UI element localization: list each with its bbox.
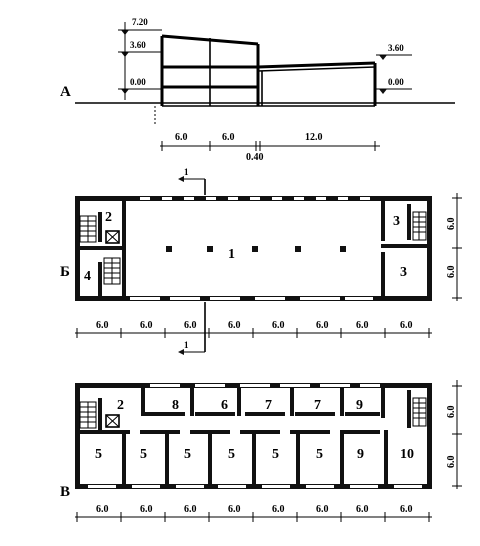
- room-label: 2: [105, 210, 112, 225]
- partitions-bottom-v: [122, 430, 388, 484]
- right-service-b: [381, 196, 432, 301]
- windows-top-b: [140, 197, 370, 200]
- room-label: 9: [356, 398, 363, 413]
- dimension-label: 6.0: [228, 320, 241, 331]
- windows-bottom-b: [130, 297, 373, 300]
- level-markers-left: 7.20 3.60 0.00: [118, 17, 162, 100]
- left-service-v: [79, 398, 120, 430]
- section-label-a: А: [60, 84, 71, 100]
- room-label: 2: [117, 398, 124, 413]
- room-label: 5: [95, 447, 102, 462]
- dimension-label: 6.0: [316, 504, 329, 515]
- room-label: 8: [172, 398, 179, 413]
- section-b: Б 1: [60, 167, 462, 355]
- dimension-label: 6.0: [400, 320, 413, 331]
- windows-bottom-v: [88, 485, 422, 488]
- dimension-label: 6.0: [96, 504, 109, 515]
- cut-mark-label: 1: [184, 167, 189, 177]
- dimension-label: 0.40: [246, 152, 264, 163]
- room-label: 5: [316, 447, 323, 462]
- room-label: 5: [272, 447, 279, 462]
- dimension-label: 6.0: [222, 132, 235, 143]
- room-label: 4: [84, 269, 91, 284]
- side-dimensions-v: 6.0 6.0: [446, 380, 462, 489]
- tall-block: [154, 34, 260, 125]
- room-label-hall: 1: [228, 247, 235, 262]
- right-service-v: [407, 390, 427, 428]
- dimension-label: 6.0: [316, 320, 329, 331]
- dimension-label: 6.0: [184, 320, 197, 331]
- dimension-label: 6.0: [272, 504, 285, 515]
- dimension-label: 6.0: [400, 504, 413, 515]
- level-label: 3.60: [130, 40, 146, 50]
- dimension-label: 6.0: [356, 320, 369, 331]
- side-dimensions-b: 6.0 6.0: [446, 193, 462, 301]
- room-label: 3: [393, 214, 400, 229]
- room-label: 5: [140, 447, 147, 462]
- room-label: 5: [184, 447, 191, 462]
- room-label: 9: [357, 447, 364, 462]
- columns-b: [166, 246, 346, 252]
- dimension-label: 6.0: [446, 218, 457, 231]
- dimension-label: 6.0: [96, 320, 109, 331]
- room-label: 6: [221, 398, 228, 413]
- dimension-label: 6.0: [356, 504, 369, 515]
- level-markers-right: 3.60 0.00: [376, 43, 412, 94]
- bottom-dimensions-v: 6.0 6.0 6.0 6.0 6.0 6.0 6.0 6.0: [75, 504, 432, 522]
- dimension-label: 6.0: [184, 504, 197, 515]
- level-label: 3.60: [388, 43, 404, 53]
- dimension-label: 6.0: [140, 320, 153, 331]
- room-label: 7: [265, 398, 272, 413]
- dimension-label: 12.0: [305, 132, 323, 143]
- bottom-dimensions-b: 6.0 6.0 6.0 6.0 6.0 6.0 6.0 6.0: [75, 320, 432, 338]
- cut-marker-top: 1: [178, 167, 206, 195]
- cut-marker-bottom: 1: [178, 302, 206, 355]
- level-label: 0.00: [130, 77, 146, 87]
- partitions-top-v: [141, 388, 385, 418]
- dimension-label: 6.0: [446, 406, 457, 419]
- section-label-b: Б: [60, 264, 70, 280]
- level-label: 0.00: [388, 77, 404, 87]
- room-label: 7: [314, 398, 321, 413]
- dimension-label: 6.0: [446, 266, 457, 279]
- level-label: 7.20: [132, 17, 148, 27]
- cut-mark-label: 1: [184, 340, 189, 350]
- section-v: В: [60, 380, 462, 522]
- room-label: 3: [400, 265, 407, 280]
- section-a: А 7.20 3.60: [60, 17, 455, 163]
- room-label: 10: [400, 447, 414, 462]
- dimension-label: 6.0: [140, 504, 153, 515]
- dimension-label: 6.0: [175, 132, 188, 143]
- dimension-label: 6.0: [272, 320, 285, 331]
- room-label: 5: [228, 447, 235, 462]
- section-dimensions: 6.0 6.0 12.0 0.40: [160, 132, 380, 163]
- section-label-v: В: [60, 484, 70, 500]
- dimension-label: 6.0: [446, 456, 457, 469]
- windows-top-v: [150, 384, 380, 387]
- left-service-b: [75, 196, 126, 301]
- low-block: [257, 61, 377, 107]
- dimension-label: 6.0: [228, 504, 241, 515]
